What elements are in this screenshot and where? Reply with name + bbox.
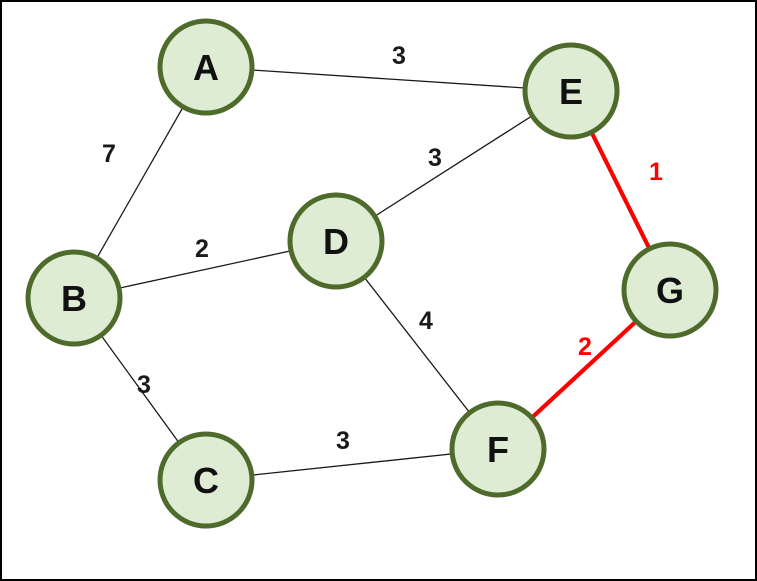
edge-labels-layer: 3 7 2 3 1 3 3 4 2 xyxy=(102,42,663,455)
node-G: G xyxy=(621,241,719,339)
edge-weight-B-C: 3 xyxy=(137,371,151,399)
node-label-E: E xyxy=(559,71,583,112)
node-F: F xyxy=(449,400,547,498)
node-label-C: C xyxy=(193,460,219,501)
node-E: E xyxy=(522,42,620,140)
nodes-layer: A B C D E F G xyxy=(25,18,719,529)
edge-C-F xyxy=(205,448,499,481)
node-label-A: A xyxy=(193,47,219,88)
node-C: C xyxy=(157,431,255,529)
edge-weight-D-E: 3 xyxy=(428,144,442,172)
node-circle-D xyxy=(287,192,385,290)
edge-A-E xyxy=(205,66,572,92)
edge-weight-E-G: 1 xyxy=(649,158,663,186)
node-circle-G xyxy=(621,241,719,339)
node-A: A xyxy=(157,18,255,116)
edge-weight-C-F: 3 xyxy=(336,427,350,455)
edge-weight-F-G: 2 xyxy=(578,333,592,361)
node-circle-F xyxy=(449,400,547,498)
node-label-D: D xyxy=(323,221,349,262)
node-circle-C xyxy=(157,431,255,529)
node-D: D xyxy=(287,192,385,290)
node-circle-E xyxy=(522,42,620,140)
node-B: B xyxy=(25,249,123,347)
node-label-F: F xyxy=(487,429,509,470)
node-label-G: G xyxy=(656,270,684,311)
edge-weight-A-E: 3 xyxy=(392,42,406,70)
node-circle-B xyxy=(25,249,123,347)
node-label-B: B xyxy=(61,278,87,319)
edge-weight-D-F: 4 xyxy=(419,307,433,335)
edge-weight-A-B: 7 xyxy=(102,140,116,168)
edge-weight-B-D: 2 xyxy=(195,235,209,263)
node-circle-A xyxy=(157,18,255,116)
